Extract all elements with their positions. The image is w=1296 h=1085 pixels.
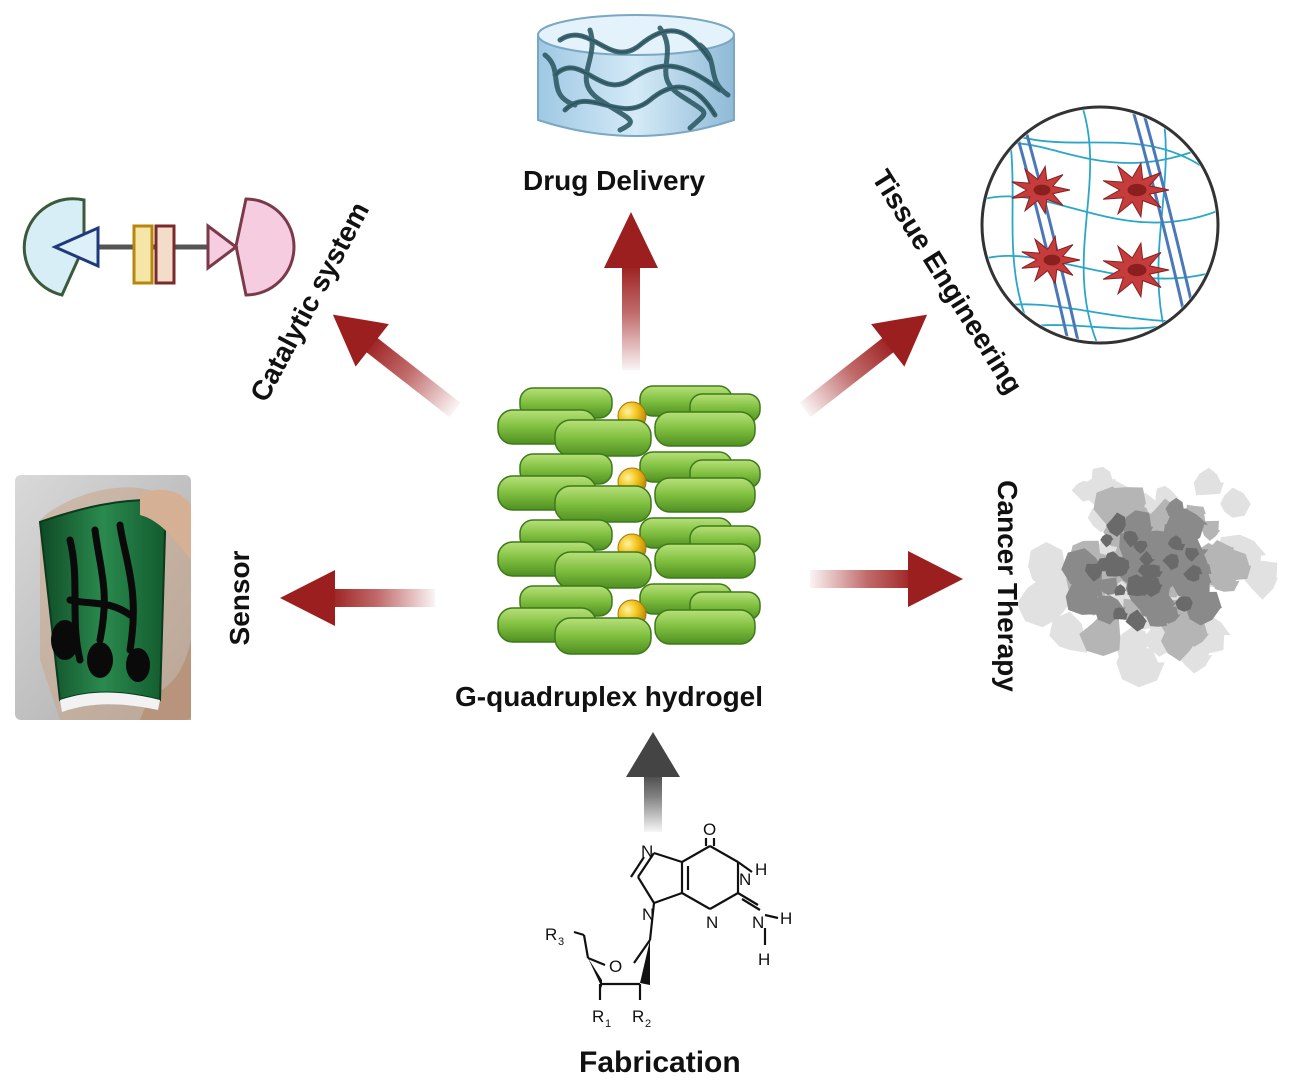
- cancer-cell: [1113, 519, 1126, 531]
- atom-r3: R: [545, 925, 557, 944]
- cancer-cell: [1071, 481, 1095, 502]
- cancer-cell: [1113, 607, 1128, 620]
- label-fabrication: Fabrication: [579, 1046, 741, 1079]
- guanine-tile: [554, 551, 652, 589]
- guanosine-structure: [573, 838, 779, 1000]
- flexible-sensor-photo: [15, 475, 191, 720]
- cancer-cell: [1220, 487, 1251, 518]
- arrow-sensor: [280, 570, 435, 626]
- cancer-cell: [1162, 553, 1179, 571]
- guanine-tile: [554, 617, 652, 655]
- atom-h1: H: [755, 860, 767, 879]
- cancer-cell: [1201, 520, 1221, 541]
- atom-r1-subscript: 1: [605, 1018, 611, 1030]
- cancer-cell: [1096, 557, 1116, 572]
- cancer-cell: [1049, 611, 1092, 653]
- quadruplex-layer: [497, 385, 761, 457]
- catalytic-system-illustration: [22, 197, 296, 297]
- cancer-cell: [1081, 625, 1112, 650]
- guanine-tile: [554, 485, 652, 523]
- cancer-cell: [1027, 579, 1069, 621]
- cancer-cell: [1133, 540, 1148, 554]
- cancer-cell: [1115, 626, 1150, 658]
- atom-n3: N: [706, 913, 718, 932]
- atom-n7: N: [641, 842, 653, 861]
- atom-r2-subscript: 2: [645, 1018, 651, 1030]
- atom-r2: R: [632, 1007, 644, 1026]
- arrow-drug-delivery: [604, 212, 658, 370]
- cancer-cell: [1183, 564, 1203, 582]
- cancer-cell: [1139, 551, 1156, 566]
- guanine-tile: [654, 477, 756, 513]
- guanine-tile: [554, 419, 652, 457]
- hydrogel-jar-illustration: [537, 14, 735, 137]
- guanine-tile: [654, 543, 756, 579]
- arrow-catalytic-system: [332, 314, 461, 418]
- cancer-cell: [1137, 563, 1156, 580]
- cancer-cell: [1167, 535, 1186, 551]
- quadruplex-layer: [497, 451, 761, 523]
- tissue-scaffold-illustration: [980, 105, 1220, 345]
- atom-r3-subscript: 3: [558, 936, 564, 948]
- cancer-cell: [1175, 596, 1193, 612]
- atom-o-carbonyl: O: [703, 820, 716, 839]
- cell-nucleus: [1033, 184, 1051, 196]
- atom-n-amino: N: [752, 913, 764, 932]
- cancer-cell: [1114, 584, 1127, 596]
- atom-n1: N: [739, 870, 751, 889]
- guanine-tile: [654, 609, 756, 645]
- cancer-cell: [1085, 563, 1103, 582]
- cancer-cell: [1156, 606, 1181, 624]
- atom-h-amino-1: H: [780, 909, 792, 928]
- label-sensor: Sensor: [224, 550, 255, 646]
- guanine-tile: [654, 411, 756, 447]
- cancer-cell: [1098, 577, 1119, 596]
- cancer-cell: [1095, 599, 1116, 619]
- quadruplex-layer: [497, 583, 761, 655]
- arrow-cancer-therapy: [810, 551, 963, 607]
- atom-h-amino-2: H: [758, 950, 770, 969]
- cancer-cell: [1125, 609, 1148, 632]
- cancer-cell: [1181, 618, 1209, 647]
- arrow-fabrication: [626, 732, 680, 832]
- cell-nucleus: [1043, 254, 1061, 266]
- cancer-cell-cluster-illustration: [1016, 466, 1278, 688]
- cancer-cell: [1123, 530, 1139, 548]
- cell-nucleus: [1127, 183, 1147, 197]
- label-cancer-therapy: Cancer Therapy: [992, 480, 1023, 692]
- atom-r1: R: [592, 1007, 604, 1026]
- cell-nucleus: [1127, 263, 1147, 277]
- cancer-cell: [1185, 547, 1200, 562]
- cancer-cell: [1065, 571, 1103, 615]
- arrow-tissue-engineering: [799, 314, 928, 418]
- guanosine-atom-labels: O N H N N H H N N O R 3 R 1 R 2: [545, 820, 792, 1030]
- cancer-cell: [1165, 497, 1188, 518]
- quadruplex-layer: [497, 517, 761, 589]
- cancer-cell: [1100, 534, 1114, 548]
- atom-n9: N: [642, 905, 654, 924]
- atom-o-ring: O: [609, 957, 622, 976]
- cancer-cell: [1242, 560, 1278, 600]
- g-quadruplex-stack-illustration: [497, 385, 761, 655]
- cancer-cell: [1138, 575, 1163, 598]
- label-g-quadruplex-hydrogel: G-quadruplex hydrogel: [455, 681, 764, 712]
- cancer-cell: [1217, 549, 1252, 581]
- label-drug-delivery: Drug Delivery: [523, 165, 706, 196]
- cancer-cell: [1193, 467, 1224, 496]
